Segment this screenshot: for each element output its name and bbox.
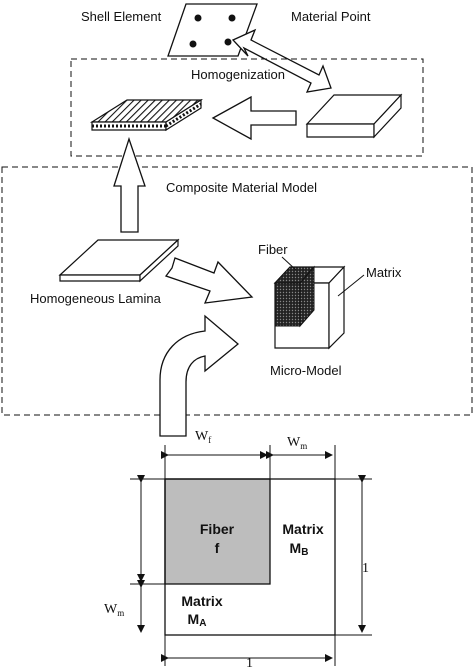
fiber-leader <box>281 256 297 271</box>
wf-label: Wf <box>195 429 211 445</box>
composite-model-label: Composite Material Model <box>166 180 317 195</box>
matrix-b-symbol: MB <box>290 540 309 558</box>
shell-element-label: Shell Element <box>81 9 162 24</box>
integration-point-dot <box>189 40 197 48</box>
unit-cell-outline <box>164 478 336 636</box>
matrix-leader <box>337 274 365 297</box>
matrix-b-label: Matrix <box>282 521 323 537</box>
lamina-up-arrow <box>113 136 146 233</box>
integration-point-dot <box>224 38 232 46</box>
material-point-double-arrow <box>231 28 332 93</box>
unit-cell <box>164 478 336 636</box>
homogeneous-lamina-plate <box>58 238 180 283</box>
material-point-label: Material Point <box>291 9 371 24</box>
cell-to-micro-curved-arrow <box>159 314 240 437</box>
fiber-region-symbol: f <box>215 540 220 556</box>
lamina-to-micro-arrow <box>164 257 254 304</box>
matrix-a-label: Matrix <box>181 593 222 609</box>
fiber-label: Fiber <box>258 242 288 257</box>
micro-model-label: Micro-Model <box>270 363 342 378</box>
wm-left-label: Wm <box>104 602 124 618</box>
right-one-label: 1 <box>362 561 369 576</box>
homogenization-left-arrow <box>211 95 297 141</box>
matrix-a-symbol: MA <box>188 611 207 629</box>
homogenization-label: Homogenization <box>191 67 285 82</box>
homogeneous-lamina-label: Homogeneous Lamina <box>30 291 162 306</box>
homogenized-block <box>305 93 403 139</box>
integration-point-dot <box>194 14 202 22</box>
micro-fiber-front <box>274 282 301 327</box>
integration-point-dot <box>228 14 236 22</box>
laminated-plate <box>89 98 204 132</box>
micro-model-cube <box>273 265 346 350</box>
bottom-one-label: 1 <box>246 656 253 669</box>
wm-top-label: Wm <box>287 435 307 451</box>
fiber-region-label: Fiber <box>200 521 235 537</box>
composite-model-box <box>1 166 473 416</box>
fiber-region <box>164 478 271 585</box>
micro-fiber-side <box>299 265 315 328</box>
matrix-label: Matrix <box>366 265 402 280</box>
homogenization-box <box>70 58 424 157</box>
shell-element-group <box>167 3 258 57</box>
